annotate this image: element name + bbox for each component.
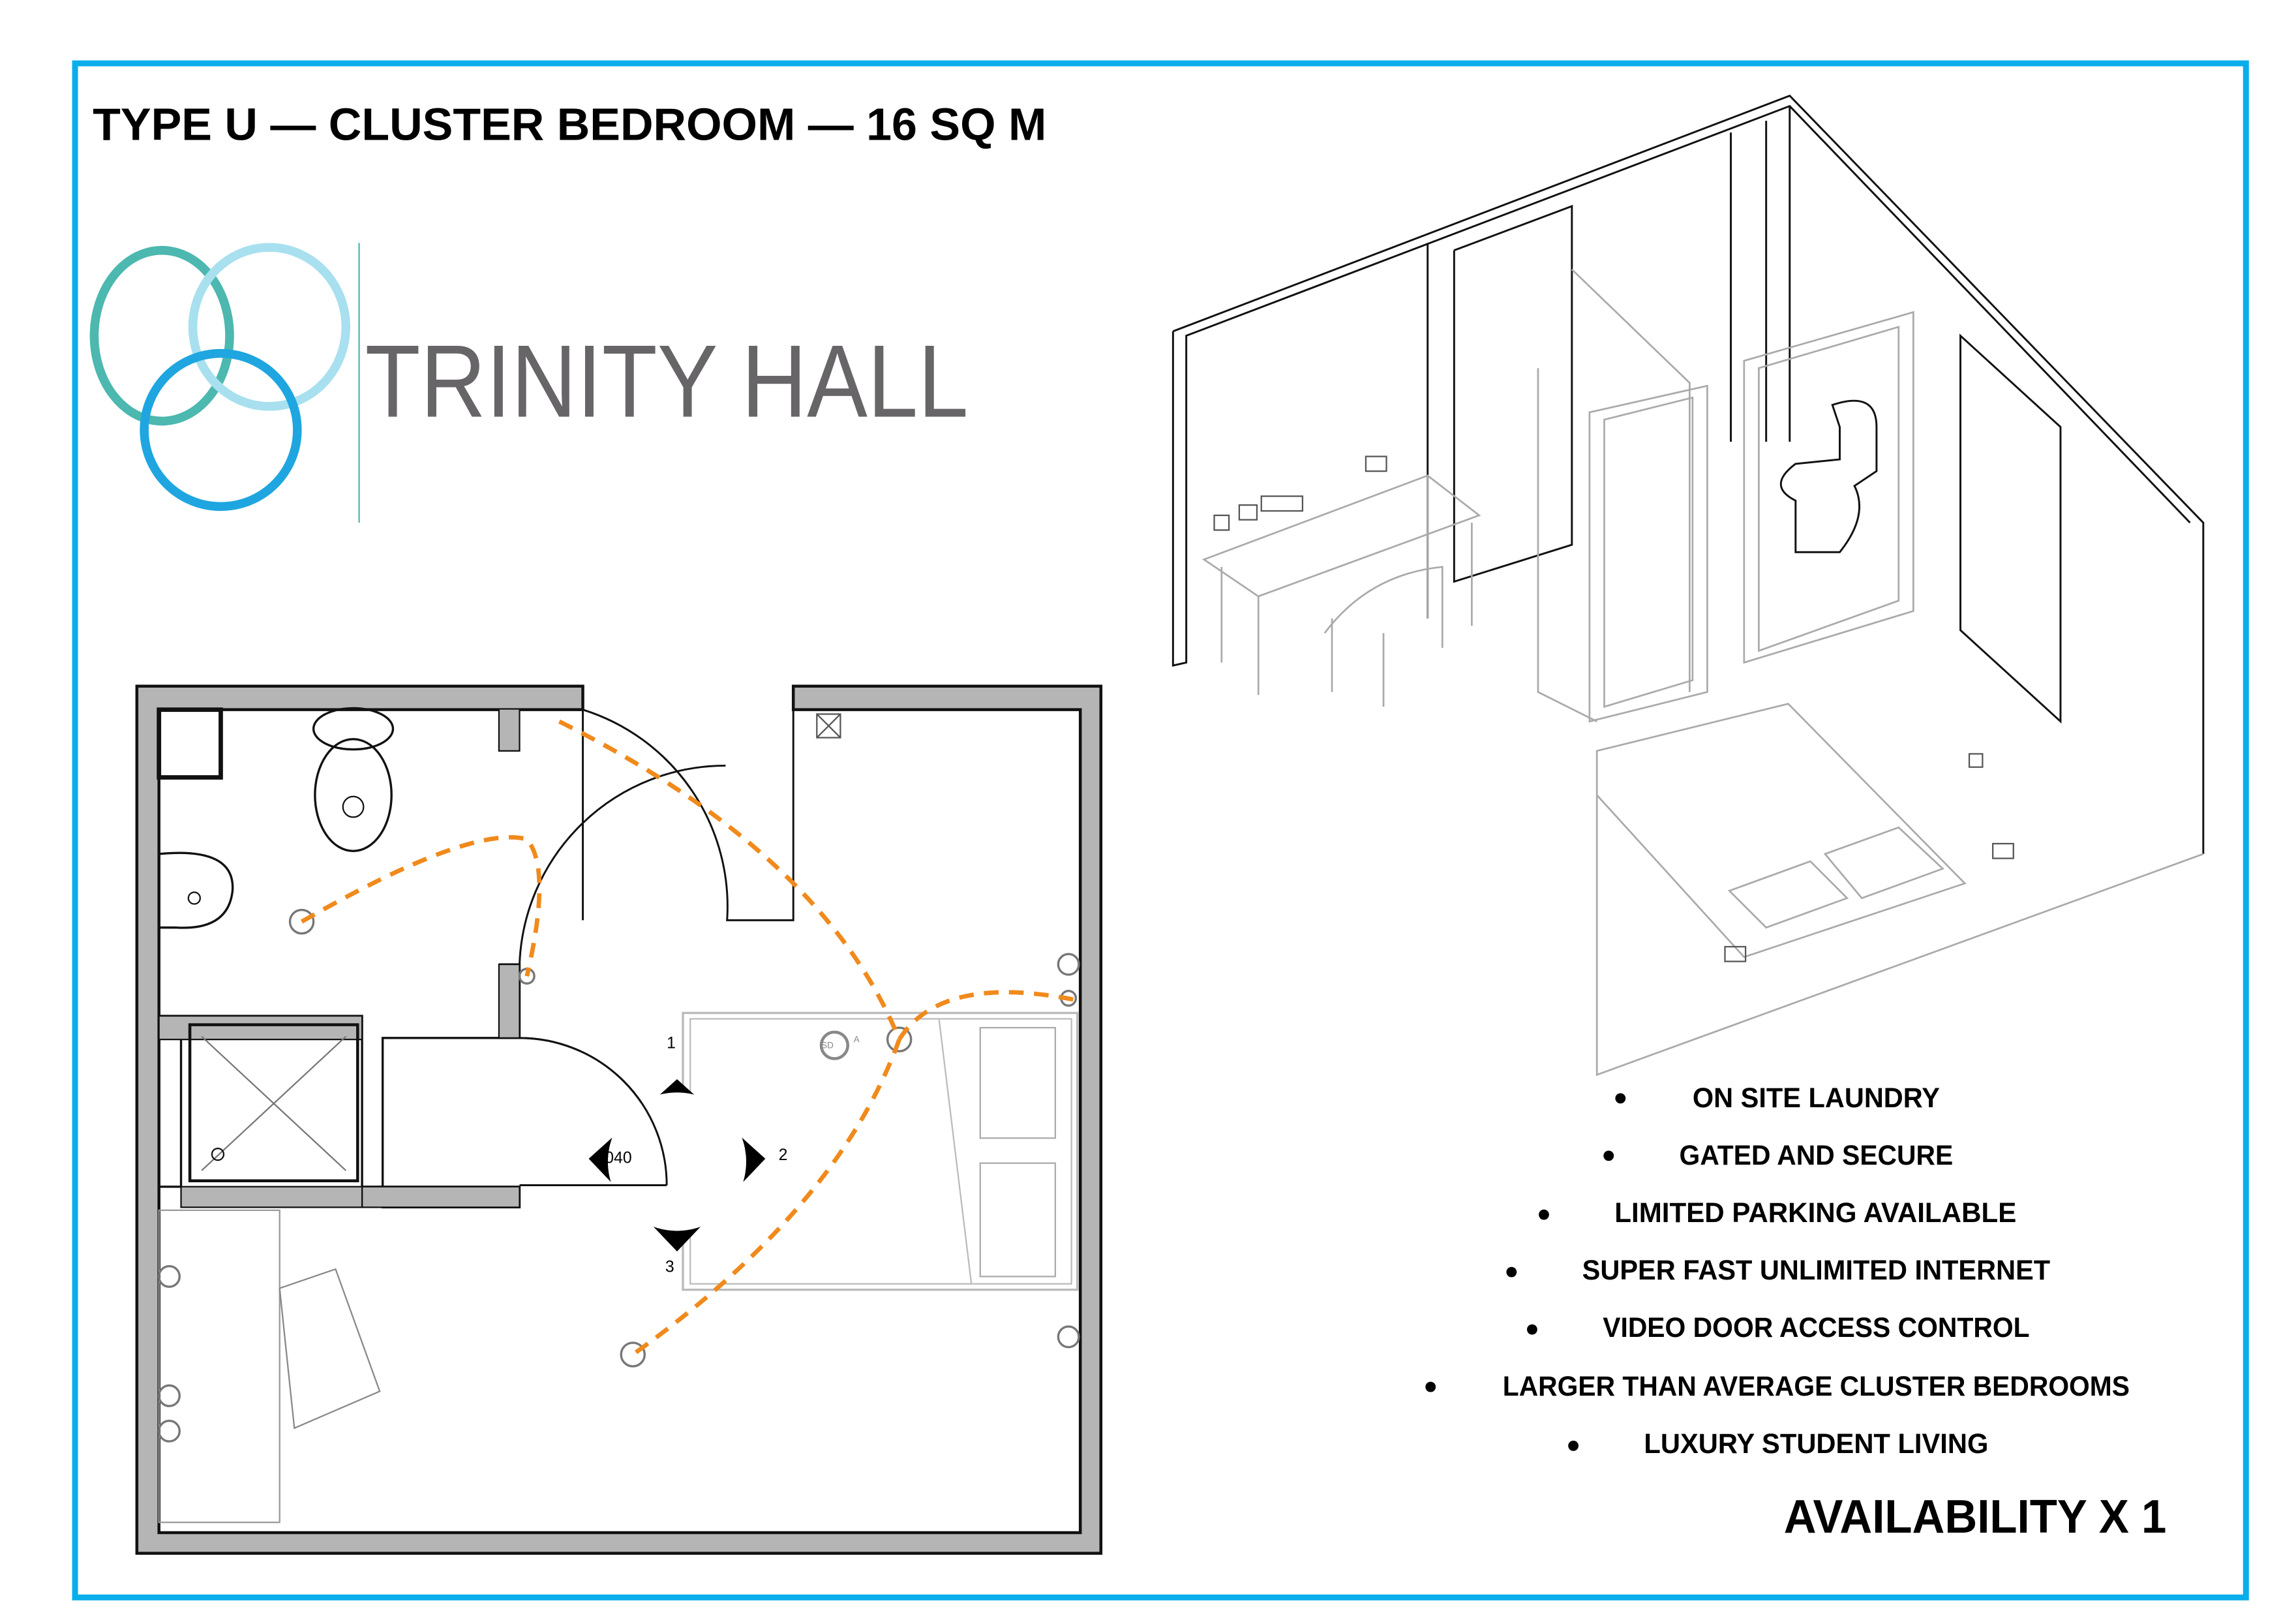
isometric-room-view (1171, 95, 2205, 1077)
availability-label: AVAILABILITY X 1 (1784, 1491, 2167, 1543)
floor-plan: C040 1 2 3 SD A (135, 684, 1103, 1555)
logo-rings-icon (89, 243, 351, 512)
feature-item: LARGER THAN AVERAGE CLUSTER BEDROOMS (1425, 1371, 2130, 1402)
feature-text: GATED AND SECURE (1680, 1140, 1954, 1171)
feature-item: VIDEO DOOR ACCESS CONTROL (1527, 1312, 2030, 1343)
power-socket-icons (158, 908, 1080, 1443)
door-tag: C040 (593, 1150, 631, 1167)
bullet-icon (1603, 1150, 1614, 1161)
outer-wall (135, 684, 1103, 1555)
bullet-icon (1506, 1266, 1517, 1278)
smoke-detector-suffix: A (854, 1035, 860, 1045)
entrance-door-3d (1959, 333, 2062, 724)
feature-item: ON SITE LAUNDRY (1615, 1082, 1940, 1114)
feature-text: VIDEO DOOR ACCESS CONTROL (1603, 1312, 2029, 1343)
bullet-icon (1527, 1324, 1537, 1335)
wall-sockets-3d (1213, 455, 2014, 962)
entrance-door-swing (582, 709, 794, 921)
smoke-detector-label: SD (821, 1041, 834, 1050)
bullet-icon (1615, 1093, 1626, 1104)
features-list: ON SITE LAUNDRY GATED AND SECURE LIMITED… (1425, 1082, 2130, 1460)
sink (159, 851, 234, 929)
feature-item: LIMITED PARKING AVAILABLE (1539, 1197, 2016, 1229)
feature-item: GATED AND SECURE (1603, 1140, 1953, 1171)
smoke-detector-icon (819, 1030, 849, 1060)
toilet (314, 738, 393, 852)
feature-text: LIMITED PARKING AVAILABLE (1614, 1197, 2016, 1229)
feature-text: ON SITE LAUNDRY (1693, 1082, 1940, 1114)
bullet-icon (1539, 1209, 1549, 1220)
bathroom-door-frame (1588, 384, 1708, 723)
feature-text: SUPER FAST UNLIMITED INTERNET (1582, 1255, 2051, 1286)
feature-item: LUXURY STUDENT LIVING (1568, 1428, 1988, 1460)
bed-3d (1595, 703, 2204, 1077)
wifi-coverage-paths (300, 719, 1083, 1356)
chair-3d (1323, 566, 1443, 707)
trinity-hall-logo: TRINITY HALL (89, 243, 969, 523)
feature-text: LUXURY STUDENT LIVING (1644, 1428, 1988, 1460)
bullet-icon (1425, 1381, 1436, 1392)
bathroom-door-swing (519, 764, 726, 965)
page-title: TYPE U — CLUSTER BEDROOM — 16 SQ M (93, 99, 1046, 149)
brand-name: TRINITY HALL (365, 324, 969, 439)
desk (158, 1209, 280, 1524)
chair (279, 1268, 381, 1430)
label-3: 3 (665, 1259, 674, 1276)
toilet-3d (1779, 399, 1878, 553)
feature-item: SUPER FAST UNLIMITED INTERNET (1506, 1255, 2050, 1286)
label-1: 1 (667, 1035, 676, 1052)
bullet-icon (1568, 1440, 1578, 1451)
toilet-door-frame (1743, 311, 1914, 664)
label-2: 2 (779, 1146, 788, 1164)
page-frame (72, 60, 2249, 1601)
feature-text: LARGER THAN AVERAGE CLUSTER BEDROOMS (1503, 1371, 2130, 1402)
desk-3d (1201, 474, 1481, 696)
shower-tray (188, 1023, 359, 1182)
